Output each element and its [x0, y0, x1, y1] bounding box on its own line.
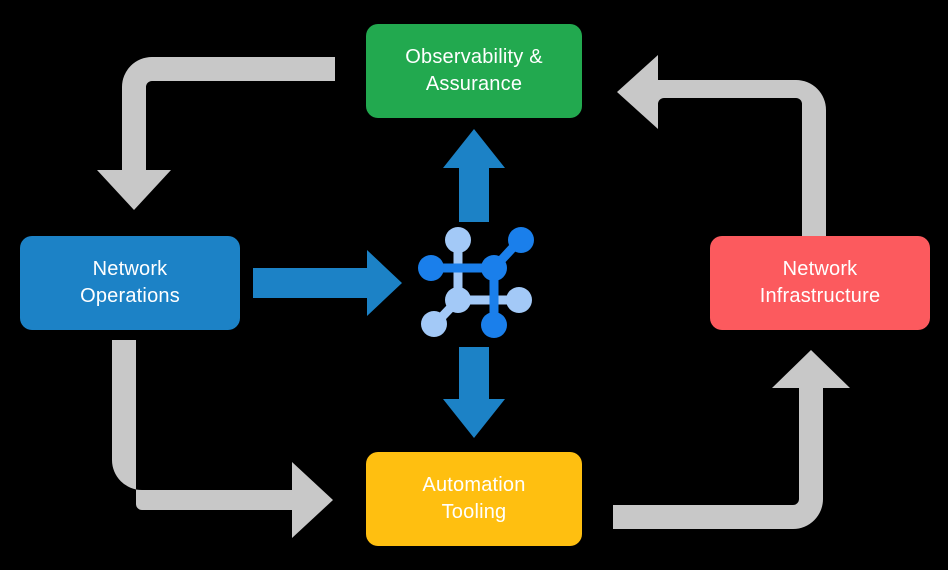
node-automation-tooling-label-line1: Automation: [422, 474, 526, 496]
node-network-operations-label-line2: Operations: [80, 285, 180, 307]
topology-node-mid-left: [445, 287, 471, 313]
topology-node-right-lower: [506, 287, 532, 313]
topology-node-top-right: [508, 227, 534, 253]
connector-operations-to-center: [253, 250, 402, 316]
connector-infrastructure-to-observability: [617, 55, 826, 236]
connector-operations-to-automation: [112, 340, 333, 538]
node-network-infrastructure-label-line2: Infrastructure: [759, 285, 881, 307]
connector-automation-to-infrastructure: [613, 350, 850, 529]
topology-node-top-left: [445, 227, 471, 253]
node-automation-tooling-label-line2: Tooling: [441, 501, 507, 523]
node-network-operations[interactable]: Network Operations: [20, 236, 240, 330]
topology-node-bottom-right: [481, 312, 507, 338]
node-observability-label-line1: Observability &: [405, 46, 543, 68]
node-network-infrastructure-label-line1: Network: [782, 258, 858, 280]
topology-node-bottom-left: [421, 311, 447, 337]
network-topology-icon: [418, 227, 534, 338]
node-observability-assurance[interactable]: Observability & Assurance: [366, 24, 582, 118]
topology-node-left: [418, 255, 444, 281]
node-automation-tooling[interactable]: Automation Tooling: [366, 452, 582, 546]
topology-node-hub: [481, 255, 507, 281]
connector-observability-to-operations: [97, 57, 335, 210]
connector-center-to-automation: [443, 347, 505, 438]
node-network-infrastructure[interactable]: Network Infrastructure: [710, 236, 930, 330]
node-network-operations-label-line1: Network: [92, 258, 168, 280]
node-observability-label-line2: Assurance: [425, 73, 523, 95]
connector-center-to-observability: [443, 129, 505, 222]
